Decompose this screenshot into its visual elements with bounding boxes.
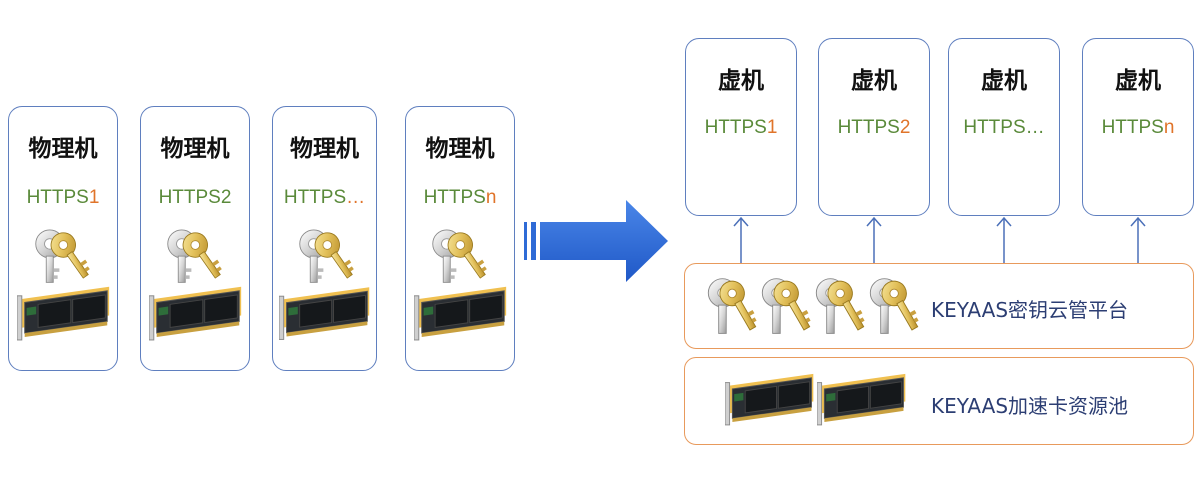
key-icon bbox=[755, 274, 813, 340]
key-icon bbox=[159, 223, 229, 291]
virtual-machine-2: 虚机 HTTPS2 bbox=[818, 38, 930, 216]
virtual-machine-title: 虚机 bbox=[851, 68, 897, 94]
accelerator-card-icon bbox=[817, 370, 909, 432]
accelerator-card-pool: KEYAAS加速卡资源池 bbox=[684, 357, 1194, 445]
accelerator-card-icon bbox=[149, 285, 245, 345]
transition-arrow-icon bbox=[524, 200, 668, 282]
physical-machine-2: 物理机 HTTPS2 bbox=[140, 106, 250, 371]
virtual-machine-https: HTTPS2 bbox=[837, 117, 911, 138]
physical-machine-https: HTTPS2 bbox=[158, 187, 232, 208]
key-icon bbox=[701, 274, 759, 340]
key-icon bbox=[291, 223, 361, 291]
virtual-machine-1: 虚机 HTTPS1 bbox=[685, 38, 797, 216]
physical-machine-1: 物理机 HTTPS1 bbox=[8, 106, 118, 371]
key-platform-label: KEYAAS密钥云管平台 bbox=[931, 298, 1129, 322]
virtual-machine-https: HTTPSn bbox=[1101, 117, 1175, 138]
key-management-platform: KEYAAS密钥云管平台 bbox=[684, 263, 1194, 349]
physical-machine-https: HTTPSn bbox=[423, 187, 497, 208]
physical-machine-https: HTTPS… bbox=[283, 187, 366, 208]
virtual-machine-title: 虚机 bbox=[981, 68, 1027, 94]
accelerator-card-icon bbox=[725, 370, 817, 432]
virtual-machine-title: 虚机 bbox=[1115, 68, 1161, 94]
virtual-machine-https: HTTPS… bbox=[963, 117, 1045, 138]
accelerator-card-icon bbox=[17, 285, 113, 345]
accelerator-card-icon bbox=[414, 285, 510, 345]
physical-machine-4: 物理机 HTTPSn bbox=[405, 106, 515, 371]
virtual-machine-https: HTTPS1 bbox=[704, 117, 778, 138]
key-icon bbox=[863, 274, 921, 340]
virtual-machine-4: 虚机 HTTPSn bbox=[1082, 38, 1194, 216]
accelerator-card-icon bbox=[279, 285, 373, 345]
connector-arrows bbox=[733, 216, 1146, 264]
virtual-machine-3: 虚机 HTTPS… bbox=[948, 38, 1060, 216]
physical-machine-title: 物理机 bbox=[290, 136, 359, 162]
key-icon bbox=[27, 223, 97, 291]
physical-machine-https: HTTPS1 bbox=[26, 187, 100, 208]
physical-machine-title: 物理机 bbox=[28, 136, 98, 162]
physical-machine-title: 物理机 bbox=[425, 136, 495, 162]
card-pool-label: KEYAAS加速卡资源池 bbox=[931, 394, 1129, 418]
key-icon bbox=[424, 223, 494, 291]
virtual-machine-title: 虚机 bbox=[718, 68, 764, 94]
physical-machine-3: 物理机 HTTPS… bbox=[272, 106, 377, 371]
physical-machine-title: 物理机 bbox=[160, 136, 230, 162]
key-icon bbox=[809, 274, 867, 340]
